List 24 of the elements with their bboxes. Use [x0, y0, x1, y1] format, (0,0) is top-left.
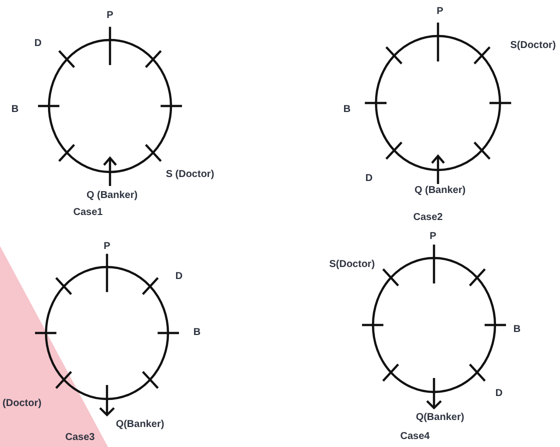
seat-label: (Doctor)	[2, 398, 42, 410]
seat-label: B	[343, 104, 351, 116]
seat-label: Q (Banker)	[414, 185, 466, 197]
case-caption: Case2	[413, 212, 443, 224]
case-caption: Case1	[73, 207, 103, 219]
seat-label: S (Doctor)	[166, 169, 214, 181]
seat-label: B	[513, 324, 521, 336]
seat-label: P	[430, 231, 436, 243]
seat-label: D	[365, 173, 373, 185]
seat-label: Q (Banker)	[86, 190, 138, 202]
seat-label: B	[193, 327, 201, 339]
seat-label: P	[106, 10, 114, 22]
case-caption: Case4	[400, 431, 430, 443]
seat-label: P	[436, 6, 444, 18]
seat-label: Q(Banker)	[116, 419, 164, 431]
seat-label: D	[175, 271, 183, 283]
seat-label: S(Doctor)	[329, 259, 375, 271]
seat-label: B	[11, 104, 19, 116]
seat-label: S(Doctor)	[510, 40, 556, 52]
seat-label: P	[104, 241, 110, 253]
seat-label: D	[495, 388, 503, 400]
seat-label: D	[34, 38, 42, 50]
case-caption: Case3	[65, 432, 95, 444]
seat-label: Q(Banker)	[416, 412, 464, 424]
